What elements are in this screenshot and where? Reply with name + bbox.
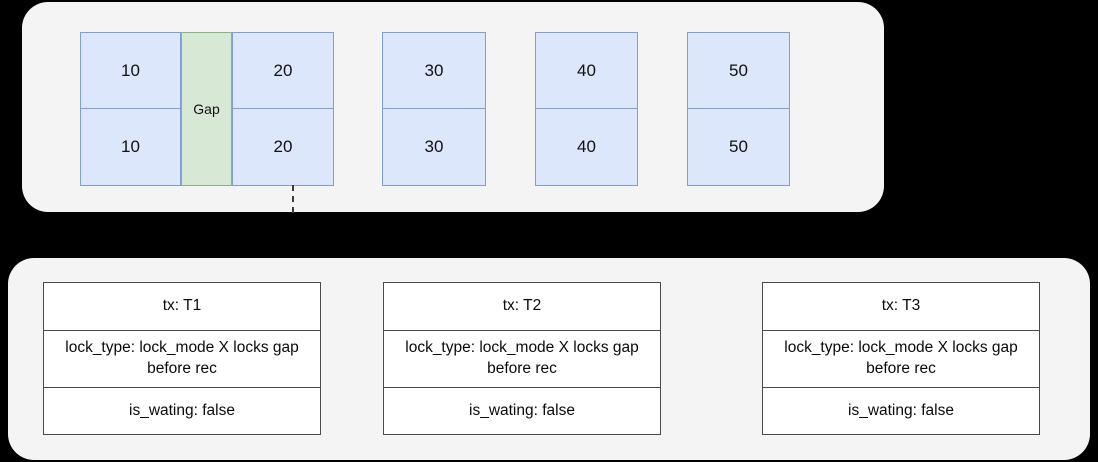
lock-info-box-t1[interactable]: tx: T1 lock_type: lock_mode X locks gap … (43, 282, 321, 435)
record-cell-upper: 20 (232, 32, 334, 109)
record-block-10[interactable]: 10 10 (80, 32, 181, 186)
lock-info-box-t3[interactable]: tx: T3 lock_type: lock_mode X locks gap … (762, 282, 1040, 435)
record-block-50[interactable]: 50 50 (687, 32, 790, 186)
gap-cell[interactable]: Gap (181, 32, 232, 186)
dashed-connector-line (292, 185, 294, 213)
lock-info-panel: tx: T1 lock_type: lock_mode X locks gap … (8, 258, 1090, 460)
lock-waiting-row: is_wating: false (848, 401, 954, 419)
record-block-40[interactable]: 40 40 (535, 32, 638, 186)
lock-type-row: lock_type: lock_mode X locks gap before … (384, 331, 660, 388)
record-cell-upper: 30 (382, 32, 486, 109)
lock-info-box-t2[interactable]: tx: T2 lock_type: lock_mode X locks gap … (383, 282, 661, 435)
record-cell-lower: 40 (535, 109, 638, 186)
lock-tx-row: tx: T3 (763, 283, 1039, 331)
record-cell-lower: 30 (382, 109, 486, 186)
index-record-panel: 10 10 Gap 20 20 30 30 40 40 50 50 (22, 2, 884, 212)
gap-label: Gap (193, 101, 220, 117)
record-cell-lower: 10 (80, 109, 181, 186)
record-cell-upper: 10 (80, 32, 181, 109)
record-cell-upper: 50 (687, 32, 790, 109)
lock-type-row: lock_type: lock_mode X locks gap before … (763, 331, 1039, 388)
lock-waiting-row: is_wating: false (129, 401, 235, 419)
record-cell-upper: 40 (535, 32, 638, 109)
record-cell-lower: 20 (232, 109, 334, 186)
record-block-20[interactable]: 20 20 (232, 32, 334, 186)
lock-tx-row: tx: T1 (44, 283, 320, 331)
lock-tx-row: tx: T2 (384, 283, 660, 331)
lock-waiting-row: is_wating: false (469, 401, 575, 419)
record-cell-lower: 50 (687, 109, 790, 186)
record-block-30[interactable]: 30 30 (382, 32, 486, 186)
lock-type-row: lock_type: lock_mode X locks gap before … (44, 331, 320, 388)
